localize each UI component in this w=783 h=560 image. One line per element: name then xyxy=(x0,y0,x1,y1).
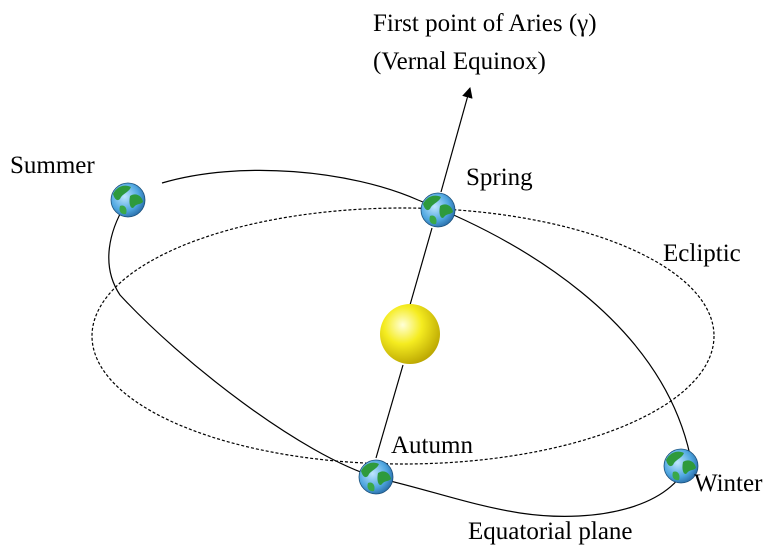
aries-arrow xyxy=(440,86,473,193)
sun-to-spring-line xyxy=(409,227,433,306)
earth-summer-icon xyxy=(110,182,146,218)
aries-label-line1: First point of Aries (γ) xyxy=(373,10,597,37)
winter-label: Winter xyxy=(694,470,763,497)
sun-to-autumn-line xyxy=(375,364,404,459)
earth-autumn-icon xyxy=(358,459,394,495)
earth-winter-icon xyxy=(663,448,699,484)
ecliptic-label: Ecliptic xyxy=(663,240,741,267)
equatorial-plane-orbit xyxy=(108,169,691,517)
ecliptic-orbit xyxy=(91,207,715,465)
sun xyxy=(380,304,440,364)
earth-spring-icon xyxy=(420,192,456,228)
spring-label: Spring xyxy=(466,164,533,191)
aries-label-line2: (Vernal Equinox) xyxy=(373,48,546,75)
autumn-label: Autumn xyxy=(391,432,473,459)
equatorial-plane-label: Equatorial plane xyxy=(468,518,633,545)
summer-label: Summer xyxy=(10,152,95,179)
